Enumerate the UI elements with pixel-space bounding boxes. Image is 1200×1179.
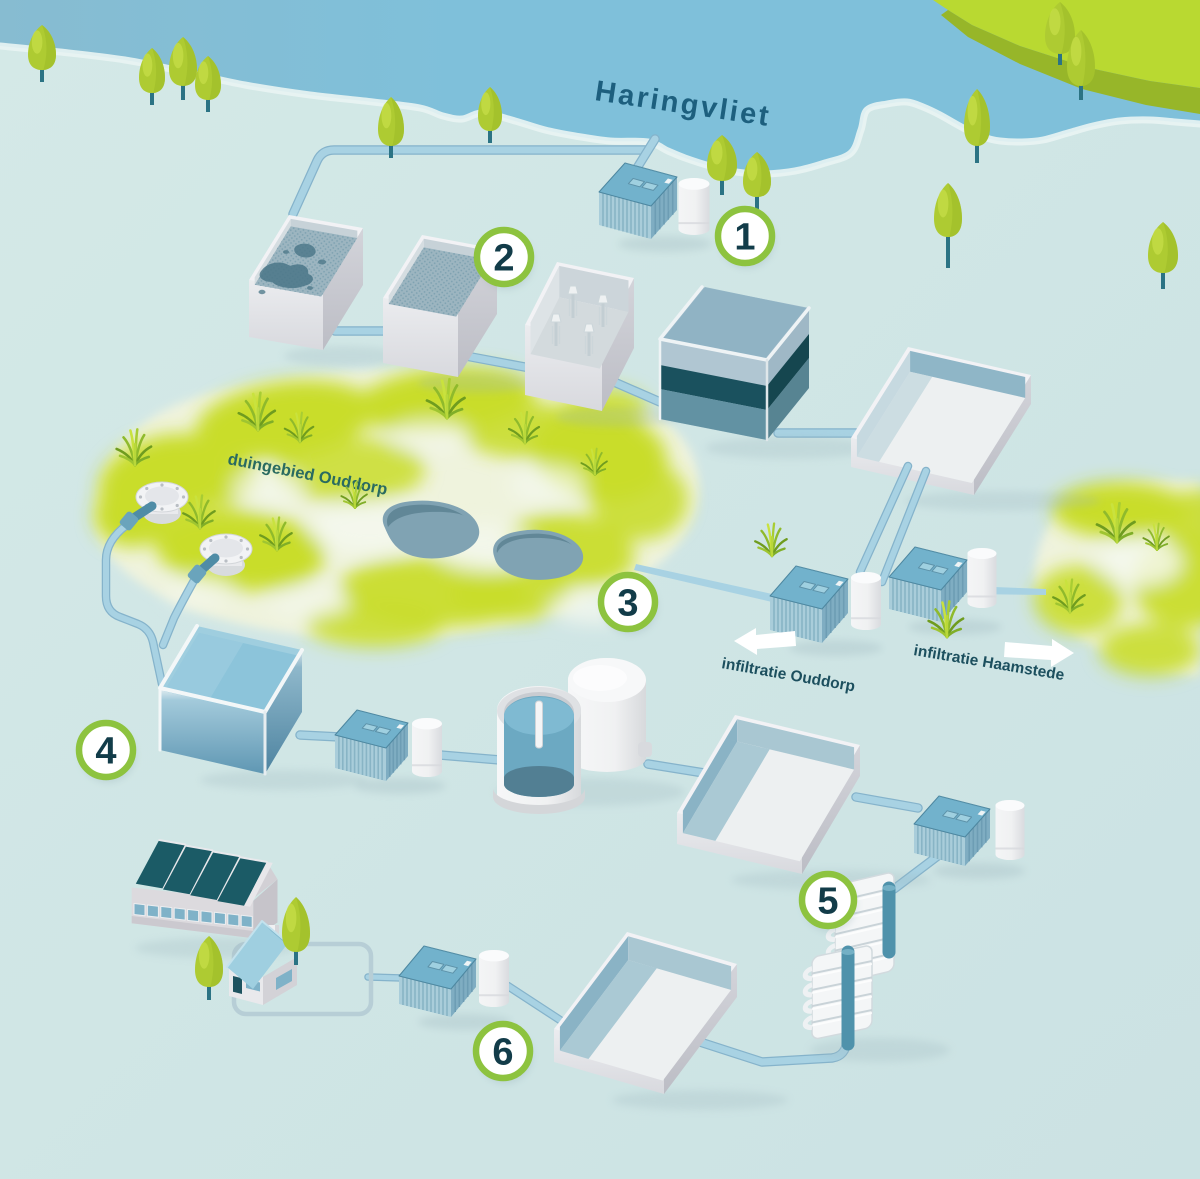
- svg-text:2: 2: [493, 238, 514, 280]
- svg-text:3: 3: [617, 583, 638, 625]
- svg-text:1: 1: [734, 217, 755, 259]
- svg-text:6: 6: [492, 1032, 513, 1074]
- svg-text:5: 5: [817, 881, 838, 923]
- svg-text:4: 4: [95, 731, 116, 773]
